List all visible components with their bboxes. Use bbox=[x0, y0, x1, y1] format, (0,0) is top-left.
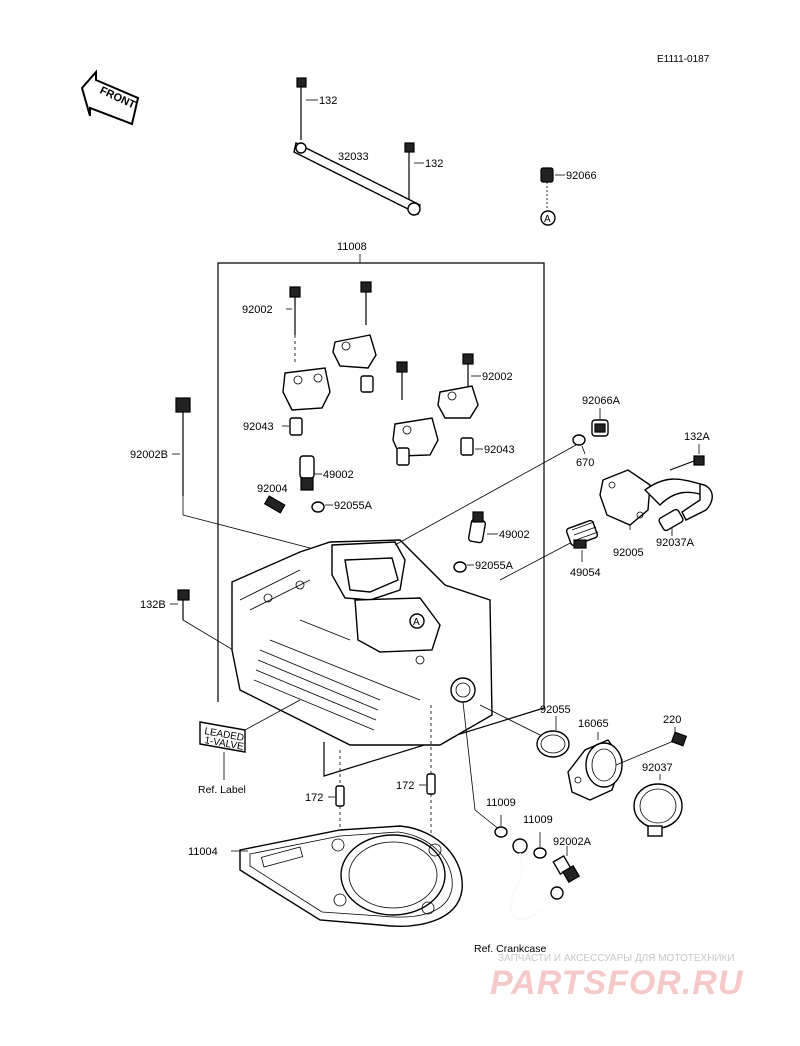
marker-a-top: A bbox=[544, 214, 551, 225]
ref-crankcase: Ref. Crankcase bbox=[474, 943, 547, 955]
diagram-code: E1111-0187 bbox=[657, 54, 710, 65]
callout-11008: 11008 bbox=[337, 241, 367, 253]
ref-label: Ref. Label bbox=[198, 784, 246, 796]
callout-11004: 11004 bbox=[188, 846, 218, 858]
callout-92055a-top: 92055A bbox=[334, 500, 373, 512]
callout-92037: 92037 bbox=[642, 762, 673, 774]
label-plate: LEADED 1-VALVE bbox=[199, 721, 246, 753]
callout-92002a: 92002A bbox=[553, 836, 592, 848]
head-bolts bbox=[289, 281, 474, 400]
callout-32033: 32033 bbox=[338, 151, 369, 163]
callout-92002-left: 92002 bbox=[242, 304, 273, 316]
carb-holder bbox=[567, 739, 623, 801]
callout-132-right: 132 bbox=[425, 158, 443, 170]
callout-11009-left: 11009 bbox=[486, 797, 516, 809]
hose-clamp bbox=[633, 783, 683, 837]
callout-92055: 92055 bbox=[540, 704, 571, 716]
callout-92005: 92005 bbox=[613, 547, 644, 559]
callout-92004: 92004 bbox=[257, 483, 288, 495]
front-arrow-icon: FRONT bbox=[80, 69, 140, 126]
callout-49002-top: 49002 bbox=[323, 469, 354, 481]
callout-92037a: 92037A bbox=[656, 537, 695, 549]
callout-92066: 92066 bbox=[566, 170, 597, 182]
callout-172-left: 172 bbox=[305, 792, 323, 804]
camshaft-caps bbox=[282, 334, 479, 457]
callout-132-top: 132 bbox=[319, 95, 337, 107]
callout-670: 670 bbox=[576, 457, 594, 469]
cylinder-head: A bbox=[231, 539, 493, 746]
callout-132b: 132B bbox=[140, 599, 166, 611]
callout-172-right: 172 bbox=[396, 780, 414, 792]
callout-132a: 132A bbox=[684, 431, 710, 443]
callout-49002-mid: 49002 bbox=[499, 529, 530, 541]
callout-92055a-mid: 92055A bbox=[475, 560, 514, 572]
oil-pipe bbox=[509, 838, 564, 921]
thermostat bbox=[565, 519, 599, 549]
callout-92002-right: 92002 bbox=[482, 371, 513, 383]
watermark-tagline: ЗАПЧАСТИ И АКСЕССУАРЫ ДЛЯ МОТОТЕХНИКИ bbox=[498, 953, 735, 964]
marker-a-head: A bbox=[413, 617, 420, 628]
callout-92043-left: 92043 bbox=[243, 421, 274, 433]
head-gasket bbox=[239, 825, 463, 927]
callout-49054: 49054 bbox=[570, 567, 601, 579]
callout-92066a: 92066A bbox=[582, 395, 621, 407]
callout-16065: 16065 bbox=[578, 718, 609, 730]
callout-92002b: 92002B bbox=[130, 449, 168, 461]
bracket-assembly bbox=[293, 77, 421, 216]
callout-92043-right: 92043 bbox=[484, 444, 515, 456]
callout-220: 220 bbox=[663, 714, 681, 726]
callout-11009-right: 11009 bbox=[523, 814, 553, 826]
watermark-brand: PARTSFOR.RU bbox=[490, 964, 744, 1002]
